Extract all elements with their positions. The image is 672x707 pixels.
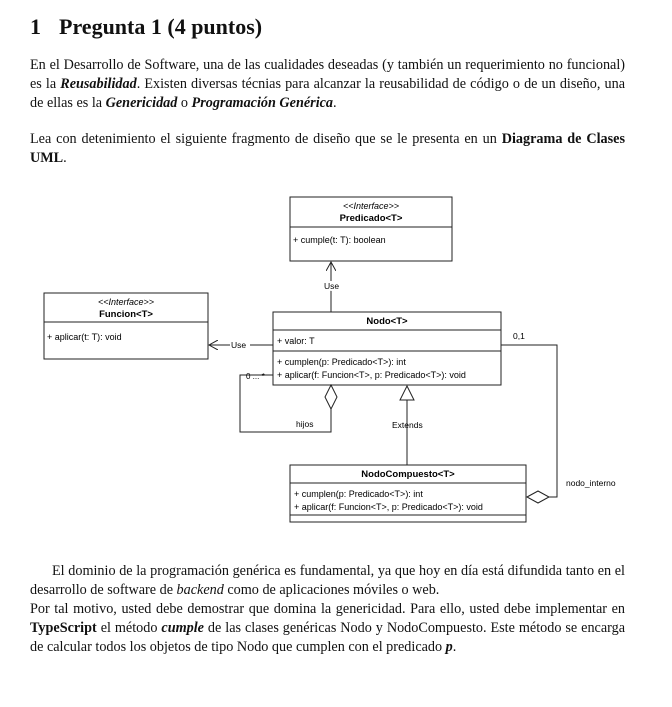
intro-text-1: En el Desarrollo de Software, una de las… [30,57,625,92]
multiplicity-many: 0 ... * [246,372,265,381]
multiplicity-0-1: 0,1 [513,331,525,341]
nodo-class-box: Nodo<T> + valor: T + cumplen(p: Predicad… [272,311,502,386]
term-cumple: cumple [161,620,204,636]
section-heading: 1 Pregunta 1 (4 puntos) [30,14,262,40]
intro-text-3: o [177,95,192,111]
closing2-text-2: el método [96,620,162,636]
intro-text-2: . Existen diversas técnias para alcanzar… [30,76,625,111]
term-diagrama-uml: Diagrama de Clases UML [30,131,625,166]
funcion-stereotype: <<Interface>> [98,297,154,307]
predicado-method: + cumple(t: T): boolean [293,235,386,245]
read-paragraph: Lea con detenimiento el siguiente fragme… [30,130,625,168]
term-programacion-generica: Programación Genérica [191,95,334,111]
predicado-stereotype: <<Interface>> [343,201,399,211]
hijos-aggregation: hijos 0 ... * [239,372,338,433]
funcion-interface-box: <<Interface>> Funcion<T> + aplicar(t: T)… [43,292,209,360]
term-p: p [445,639,453,655]
nodocompuesto-class-box: NodoCompuesto<T> + cumplen(p: Predicado<… [289,464,527,523]
nodo-interno-aggregation: 0,1 nodo_interno [501,331,616,504]
funcion-method: + aplicar(t: T): void [47,332,122,342]
nodo-attribute: + valor: T [277,336,315,346]
extends-connector: Extends [392,384,423,465]
term-genericidad: Genericidad [105,95,178,111]
svg-text:Use: Use [324,281,339,291]
section-number: 1 [30,14,41,39]
nodo-method-cumplen: + cumplen(p: Predicado<T>): int [277,357,406,367]
nodo-interno-label: nodo_interno [566,478,616,488]
use-funcion-connector: Use [209,340,273,350]
read-text-2: . [63,150,67,166]
uml-class-diagram: <<Interface>> Predicado<T> + cumple(t: T… [43,196,616,523]
closing-paragraph-1: El dominio de la programación genérica e… [30,562,625,600]
term-typescript: TypeScript [30,620,97,636]
use-top-label: Use [324,281,339,291]
use-predicado-connector: Use Use [322,262,341,312]
section-title: Pregunta 1 (4 puntos) [59,14,263,39]
closing2-text-1: Por tal motivo, usted debe demostrar que… [30,601,625,617]
use-left-label: Use [231,340,246,350]
term-backend: backend [176,582,224,598]
nodo-name: Nodo<T> [366,316,408,327]
funcion-name: Funcion<T> [99,309,153,320]
intro-text-4: . [333,95,337,111]
nodocompuesto-method-aplicar: + aplicar(f: Funcion<T>, p: Predicado<T>… [294,502,483,512]
hijos-label: hijos [296,419,313,429]
closing2-text-4: . [452,639,457,655]
read-text-1: Lea con detenimiento el siguiente fragme… [30,131,502,147]
closing1-text-1: El dominio de la programación genérica e… [30,563,625,598]
closing-paragraph-2: Por tal motivo, usted debe demostrar que… [30,600,625,657]
nodocompuesto-method-cumplen: + cumplen(p: Predicado<T>): int [294,489,423,499]
extends-label: Extends [392,420,423,430]
closing2-text-3: de las clases genéricas Nodo y NodoCompu… [30,620,625,655]
term-reusabilidad: Reusabilidad [60,76,137,92]
intro-paragraph: En el Desarrollo de Software, una de las… [30,56,625,113]
predicado-interface-box: <<Interface>> Predicado<T> + cumple(t: T… [289,196,453,262]
predicado-name: Predicado<T> [340,213,403,224]
nodocompuesto-name: NodoCompuesto<T> [361,469,455,480]
nodo-method-aplicar: + aplicar(f: Funcion<T>, p: Predicado<T>… [277,370,466,380]
closing1-text-2: como de aplicaciones móviles o web. [223,582,440,598]
